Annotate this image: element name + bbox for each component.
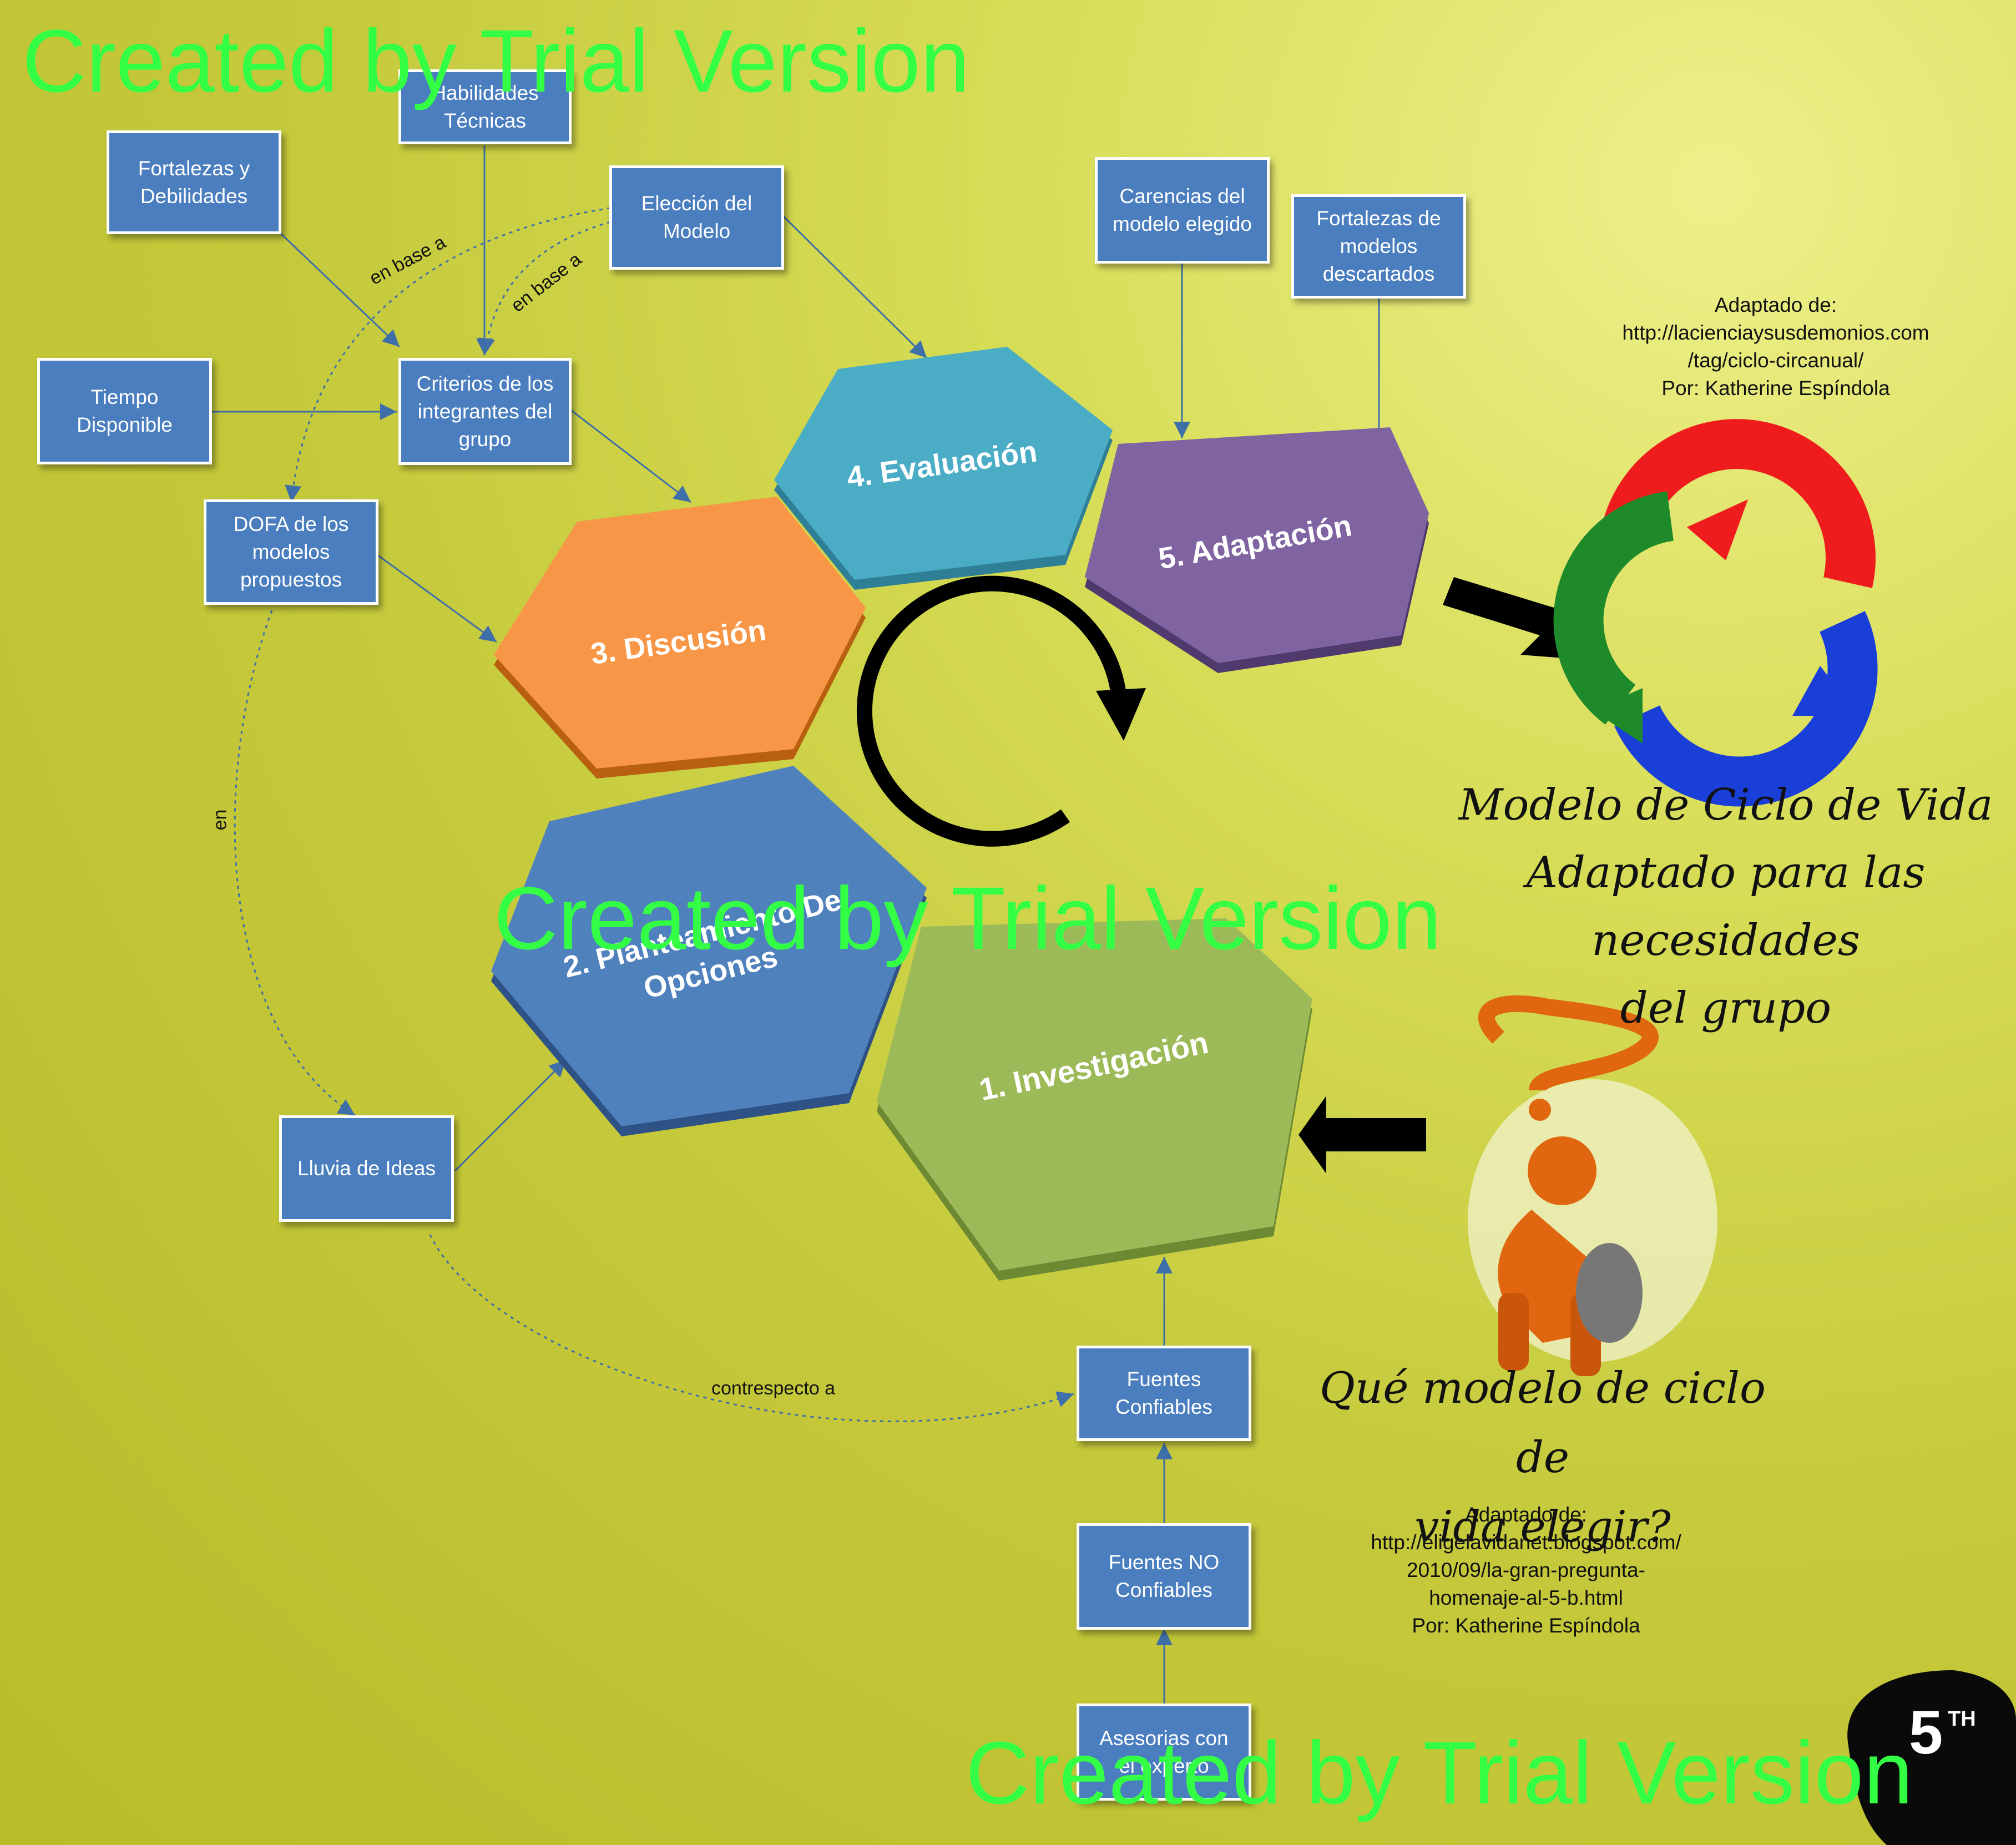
dashed-eleccion-to-dofa	[285, 207, 611, 503]
watermark-middle: Created by Trial Version	[494, 868, 1442, 968]
cycle-arrow-icon	[856, 575, 1146, 847]
svg-text:TH: TH	[1948, 1707, 1976, 1731]
tiempo-disponible-box[interactable]: Tiempo Disponible	[37, 358, 212, 464]
link-label-en: en	[209, 809, 231, 831]
lluvia-to-planteamiento	[454, 1059, 567, 1172]
fuentes-no-confiables-box[interactable]: Fuentes NO Confiables	[1077, 1523, 1251, 1630]
question-title: Qué modelo de ciclo de vida elegir?	[1320, 1363, 1766, 1552]
phase-adaptacion[interactable]: 5. Adaptación	[1085, 427, 1429, 673]
dashed-lluvia-to-fuentes	[429, 1234, 1074, 1422]
asesorias-box[interactable]: Asesorias con el experto	[1077, 1704, 1251, 1801]
fortalezas-debilidades-box[interactable]: Fortalezas y Debilidades	[107, 130, 281, 234]
svg-text:5: 5	[1909, 1699, 1943, 1767]
question-mark-icon	[1478, 995, 1659, 1121]
phase-discusion[interactable]: 3. Discusión	[494, 497, 866, 779]
watermark-bottom: Created by Trial Version	[966, 1723, 1913, 1822]
link-label-contrespecto: contrespecto a	[711, 1378, 836, 1399]
eleccion-to-evaluacion	[782, 215, 928, 359]
fortalezas-modelos-box[interactable]: Fortalezas de modelos descartados	[1291, 194, 1466, 299]
dofa-to-discusion	[377, 554, 497, 643]
carencias-modelo-box[interactable]: Carencias del modelo elegido	[1095, 157, 1270, 264]
habilidades-tecnicas-box[interactable]: Habilidades Técnicas	[398, 69, 572, 144]
5th-logo-icon: 5 TH	[1847, 1670, 2016, 1845]
fortalezas-to-criterios	[279, 232, 401, 348]
eleccion-modelo-box[interactable]: Elección del Modelo	[609, 165, 784, 270]
dashed-dofa-to-lluvia	[234, 610, 356, 1116]
dofa-box[interactable]: DOFA de los modelos propuestos	[204, 499, 378, 605]
criterios-to-discusion	[571, 410, 691, 503]
phase-planteamiento[interactable]: 2. Planteamiento De Opciones	[491, 766, 927, 1136]
model-title: Modelo de Ciclo de Vida Adaptado para la…	[1458, 780, 1993, 1033]
recycle-arrows-icon	[1553, 419, 1878, 807]
phase-evaluacion[interactable]: 4. Evaluación	[774, 347, 1113, 590]
phase-investigacion[interactable]: 1. Investigación	[877, 918, 1312, 1281]
credit-top: Adaptado de: http://lacienciaysusdemonio…	[1622, 294, 1929, 400]
dashed-eleccion-to-criterios	[478, 221, 611, 356]
watermark-top: Created by Trial Version	[22, 11, 970, 110]
credit-bottom: Adaptado de: http://eligelavidanet.blogs…	[1371, 1503, 1681, 1637]
lluvia-ideas-box[interactable]: Lluvia de Ideas	[279, 1115, 454, 1222]
fuentes-confiables-box[interactable]: Fuentes Confiables	[1077, 1346, 1251, 1441]
thinking-person-icon	[1468, 1079, 1717, 1376]
criterios-box[interactable]: Criterios de los integrantes del grupo	[398, 358, 572, 465]
arrow-to-investigacion-icon	[1298, 1096, 1426, 1174]
